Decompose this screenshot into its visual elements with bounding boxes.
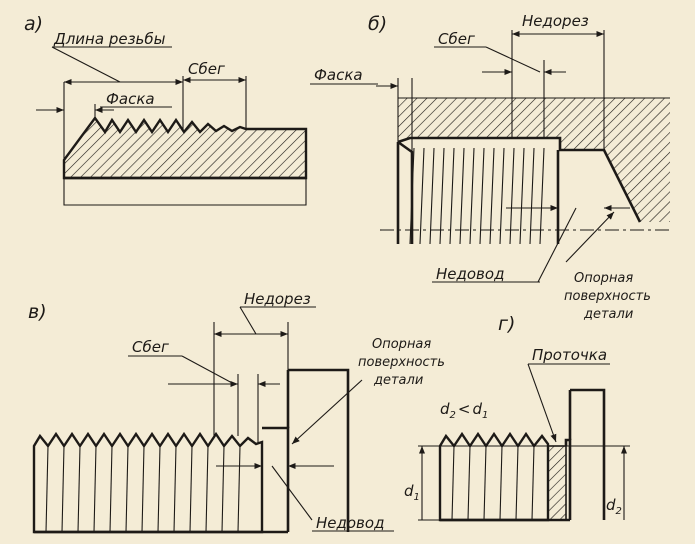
panel-v-undercut-label: Недорез [244,290,311,308]
panel-b-runout-leader [485,46,541,73]
panel-v-screw-body [32,431,264,534]
panel-b-bearing-line1: Опорная [574,271,633,286]
panel-b-part-profile [397,136,642,223]
panel-g-shank [564,438,572,520]
panel-a-thread-body [62,115,308,180]
panel-g-d2-label: d2 [606,496,622,517]
panel-b-thread-lines [409,147,545,245]
panel-b-part-hatched [398,98,670,222]
panel-b-label: б) [368,13,387,35]
panel-g-screw-body [438,431,550,522]
panel-a-label: а) [24,13,43,35]
panel-b-bearing-leader [565,211,615,263]
panel-g-relation: d2<d1 [440,400,488,421]
panel-v-shank [262,426,290,532]
panel-v-runout-leader [181,355,235,385]
panel-b-underrun-leader [537,207,577,283]
panel-v-runout-label: Сбег [132,338,169,356]
panel-g-bearing-part [570,388,606,520]
panel-b-underrun-label: Недовод [436,265,504,283]
panel-g: г) d1 d2 d2<d1 Проточка [404,313,630,522]
panel-v-undercut-leader [239,306,257,335]
panel-v: в) Недорез [28,290,445,534]
panel-b-chamfer-label: Фаска [314,66,363,84]
panel-v-thread-lines [45,445,241,533]
panel-b-bearing-line3: детали [583,307,633,322]
panel-v-bearing-line2: поверхность [358,355,445,370]
panel-a-chamfer-label: Фаска [106,90,155,108]
panel-a-lower-outline [63,178,307,206]
panel-g-groove-leader [527,363,557,443]
panel-a: а) Длина резьбы Сбег Фаска [24,13,308,206]
panel-v-underrun-leader [271,465,313,521]
panel-b-bearing-line2: поверхность [564,289,651,304]
panel-g-groove [547,445,567,521]
panel-g-thread-lines [451,445,535,521]
panel-v-bearing-leader [291,379,363,445]
panel-v-bearing-part [288,368,350,532]
panel-b: б) [310,12,670,322]
panel-a-runout-label: Сбег [188,60,225,78]
panel-b-runout-label: Сбег [438,30,475,48]
panel-g-groove-label: Проточка [532,346,607,364]
panel-v-bearing-line3: детали [373,373,423,388]
panel-b-undercut-label: Недорез [522,12,589,30]
panel-a-thread-length-label: Длина резьбы [53,30,166,48]
panel-v-underrun-label: Недовод [316,514,384,532]
panel-g-d1-label: d1 [404,482,420,503]
panel-g-label: г) [498,313,515,335]
panel-v-bearing-line1: Опорная [372,337,431,352]
panel-a-thread-length-leader [51,46,121,83]
panel-v-label: в) [28,301,47,323]
